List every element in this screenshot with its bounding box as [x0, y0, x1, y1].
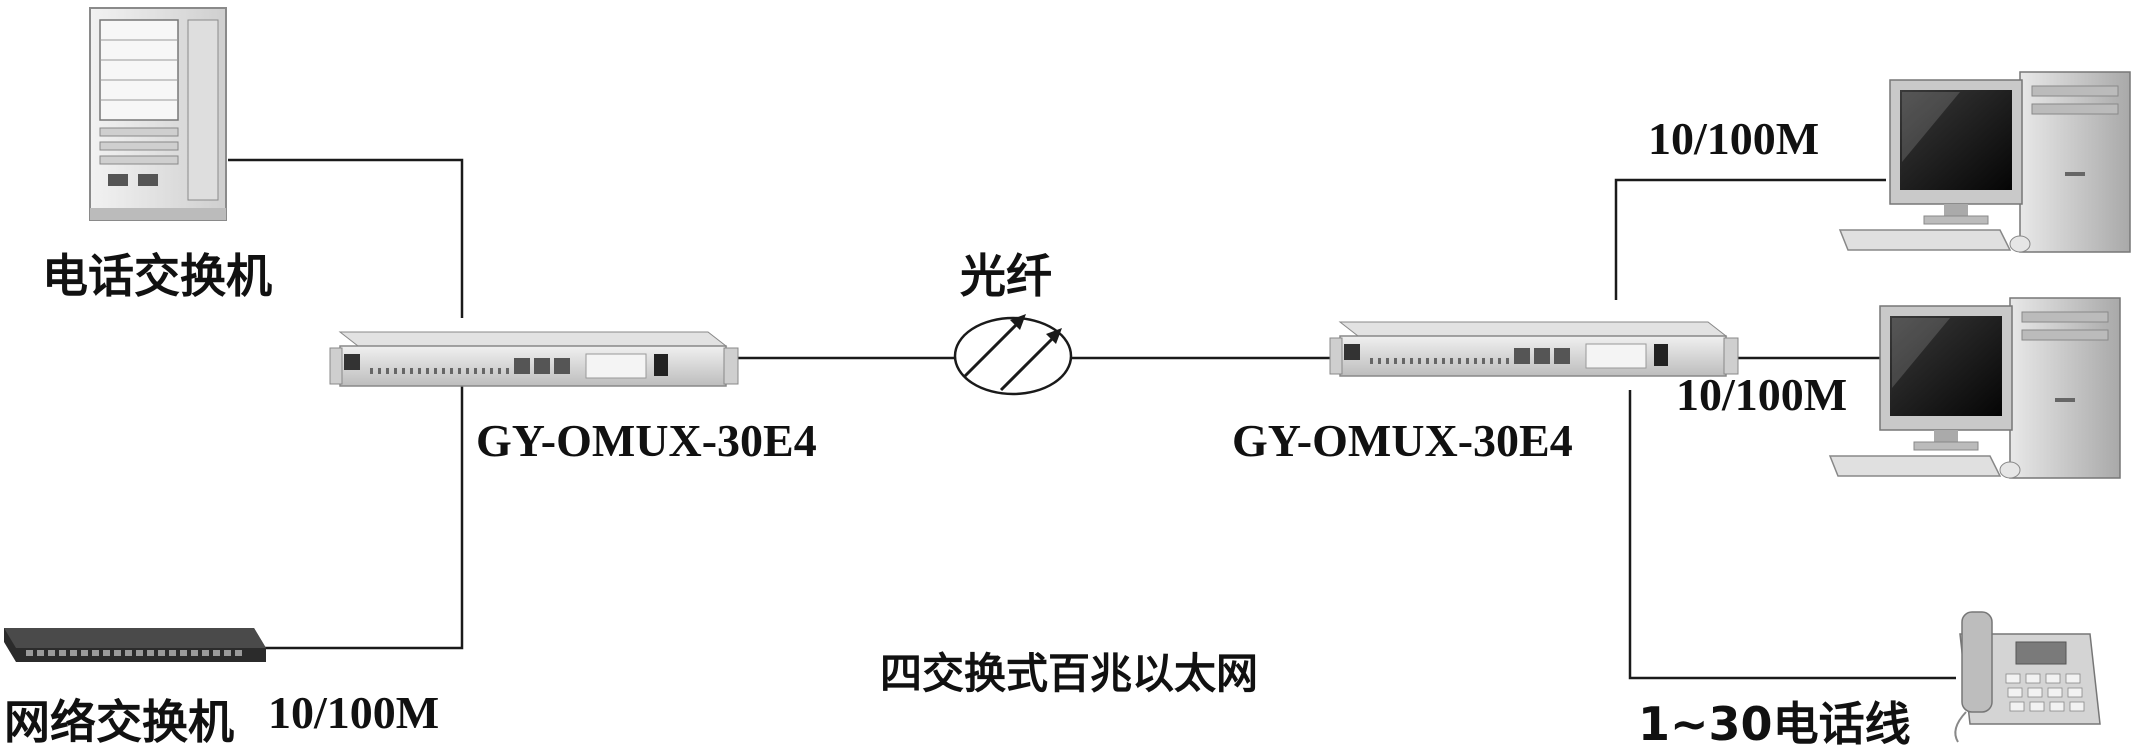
link-mux-to-pc-top	[1614, 178, 1886, 300]
phone-lines-label: 1~30电话线	[1638, 697, 1911, 751]
network-switch-label: 网络交换机	[4, 695, 234, 749]
fiber-link-icon	[953, 314, 1073, 396]
desktop-pc-bottom-icon	[1828, 297, 2121, 479]
network-switch-speed-label: 10/100M	[268, 687, 440, 738]
connection-lines	[228, 158, 1956, 680]
device-right-label: GY-OMUX-30E4	[1232, 415, 1573, 466]
device-left-label: GY-OMUX-30E4	[476, 415, 817, 466]
desktop-pc-top-icon	[1838, 71, 2131, 253]
caption-label: 四交换式百兆以太网	[880, 649, 1259, 698]
pc-bottom-speed-label: 10/100M	[1676, 369, 1848, 420]
server-cabinet-icon	[89, 7, 227, 221]
phone-switch-label: 电话交换机	[42, 249, 272, 303]
ethernet-switch-icon	[4, 628, 266, 662]
fiber-label: 光纤	[960, 249, 1052, 303]
rack-mux-device-left-icon	[329, 331, 739, 387]
link-switch-to-mux	[264, 372, 464, 650]
pc-top-speed-label: 10/100M	[1648, 113, 1820, 164]
link-exchange-to-mux	[228, 158, 464, 318]
telephone-icon	[1954, 611, 2101, 743]
rack-mux-device-right-icon	[1329, 321, 1739, 377]
link-mux-to-phone	[1628, 390, 1956, 680]
